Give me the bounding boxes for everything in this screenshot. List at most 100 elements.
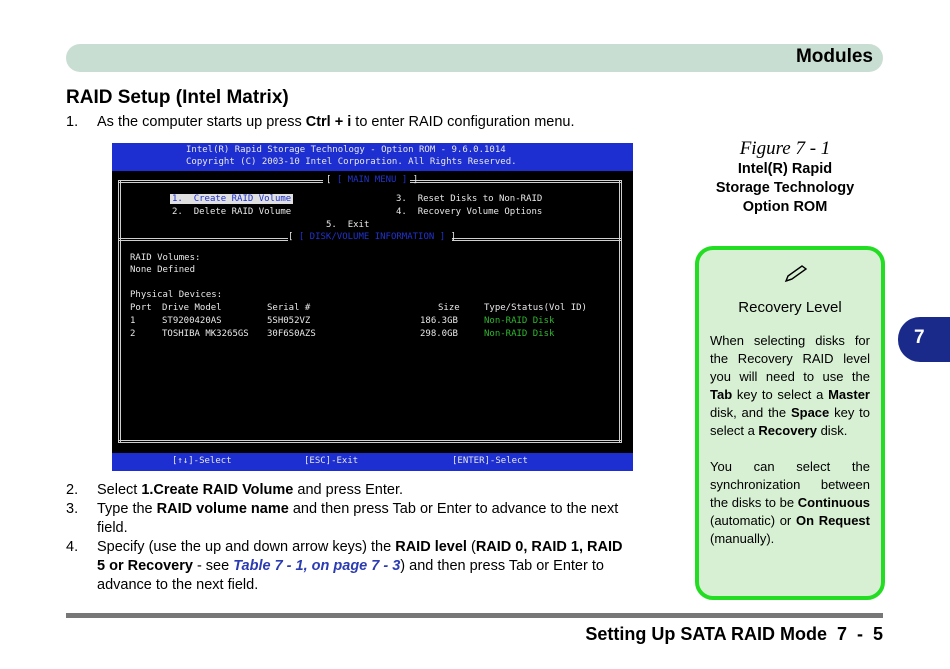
step-text: Type the RAID volume name and then press…	[97, 500, 687, 538]
step-text-part: Type the	[97, 501, 157, 517]
menu-item-exit[interactable]: 5. Exit	[326, 220, 369, 230]
bios-footer-exit: [ESC]-Exit	[304, 456, 359, 466]
step-text-part: and then press Tab or Enter to advance t…	[288, 501, 619, 517]
pen-icon	[784, 265, 808, 283]
note-text: (automatic) or	[710, 513, 796, 528]
step-number: 1.	[66, 114, 79, 130]
raid-volumes-label: RAID Volumes:	[130, 253, 201, 263]
note-text: disk, and the	[710, 405, 791, 420]
step-key: RAID level	[395, 539, 467, 555]
disk-info-header: [ [ DISK/VOLUME INFORMATION ] ]	[288, 232, 456, 242]
bios-title-bar	[112, 143, 633, 171]
header-title: Modules	[795, 46, 873, 67]
device-port: 1	[130, 316, 136, 326]
frame-line	[118, 238, 288, 241]
figure-title-line: Intel(R) Rapid	[737, 161, 833, 177]
frame-line	[118, 180, 121, 442]
menu-label: Recovery Volume Options	[417, 207, 543, 217]
step-text-part: Select	[97, 482, 142, 498]
device-serial: 5SH052VZ	[267, 316, 311, 326]
physical-devices-label: Physical Devices:	[130, 290, 223, 300]
note-bold: On Request	[795, 513, 870, 528]
note-bold: Tab	[710, 387, 733, 402]
menu-num: 3.	[396, 194, 407, 204]
step-text-part: to enter RAID configuration menu.	[351, 114, 575, 130]
bios-title: Intel(R) Rapid Storage Technology - Opti…	[186, 145, 506, 155]
menu-item-delete-raid-volume[interactable]: 2. Delete RAID Volume	[172, 207, 291, 217]
step-key: Ctrl + i	[305, 114, 352, 130]
raid-volumes-value: None Defined	[130, 265, 196, 275]
menu-label: Delete RAID Volume	[193, 207, 292, 217]
frame-line	[410, 180, 622, 183]
menu-label: Exit	[347, 220, 370, 230]
step-text-part: Specify (use the up and down arrow keys)…	[97, 539, 396, 555]
bios-copyright: Copyright (C) 2003-10 Intel Corporation.…	[186, 157, 517, 167]
column-port: Port	[130, 303, 152, 313]
device-size: 298.0GB	[420, 329, 458, 339]
note-text: You can select the synchronization betwe…	[710, 459, 870, 510]
bios-footer-select: [↑↓]-Select	[172, 456, 232, 466]
menu-item-reset-disks[interactable]: 3. Reset Disks to Non-RAID	[396, 194, 542, 204]
menu-item-recovery-options[interactable]: 4. Recovery Volume Options	[396, 207, 542, 217]
step-key: 1.Create RAID Volume	[141, 482, 294, 498]
step-text: As the computer starts up press Ctrl + i…	[97, 113, 575, 132]
main-menu-label: [ MAIN MENU ]	[336, 175, 408, 185]
section-title: RAID Setup (Intel Matrix)	[66, 87, 289, 108]
figure-caption: Figure 7 - 1 Intel(R) Rapid Storage Tech…	[700, 138, 870, 217]
menu-num: 5.	[326, 220, 337, 230]
menu-num: 2.	[172, 207, 183, 217]
device-model: TOSHIBA MK3265GS	[162, 329, 249, 339]
note-bold: Space	[790, 405, 830, 420]
step-text-part: field.	[97, 520, 128, 536]
note-text: key to select a	[732, 387, 829, 402]
step-key: 5 or Recovery	[97, 558, 193, 574]
note-text: (manually).	[710, 531, 775, 546]
step-3: 3. Type the RAID volume name and then pr…	[66, 500, 686, 538]
step-number: 3.	[66, 501, 79, 517]
note-text: When selecting disks for the Recovery RA…	[710, 333, 870, 384]
column-size: Size	[438, 303, 460, 313]
column-status: Type/Status(Vol ID)	[484, 303, 587, 313]
chapter-number: 7	[914, 327, 925, 348]
chapter-tab[interactable]: 7	[898, 317, 950, 362]
header-bar: Modules	[66, 44, 883, 72]
note-body: When selecting disks for the Recovery RA…	[710, 332, 870, 548]
table-reference-link[interactable]: Table 7 - 1, on page 7 - 3	[233, 558, 401, 574]
footer-rule	[66, 613, 883, 618]
frame-line	[118, 440, 622, 443]
note-text: key to select a	[710, 405, 871, 438]
step-text-part: (	[466, 539, 476, 555]
menu-num: 4.	[396, 207, 407, 217]
column-drive-model: Drive Model	[162, 303, 222, 313]
figure-title-line: Storage Technology	[715, 180, 855, 196]
menu-item-create-raid-volume[interactable]: 1. Create RAID Volume	[170, 194, 294, 204]
menu-label: Create RAID Volume	[193, 194, 292, 204]
note-title: Recovery Level	[738, 299, 842, 316]
bios-footer-enter: [ENTER]-Select	[452, 456, 528, 466]
page-footer: Setting Up SATA RAID Mode 7 - 5	[585, 624, 883, 644]
step-4: 4. Specify (use the up and down arrow ke…	[66, 538, 686, 596]
step-text-part: advance to the next field.	[97, 577, 259, 593]
figure-number: Figure 7 - 1	[739, 138, 831, 159]
step-key: RAID volume name	[156, 501, 289, 517]
step-number: 2.	[66, 482, 79, 498]
step-text-part: As the computer starts up press	[97, 114, 306, 130]
note-bold: Recovery	[758, 423, 817, 438]
note-text: disk.	[816, 423, 848, 438]
menu-num: 1.	[172, 194, 183, 204]
step-text-part: - see	[192, 558, 234, 574]
note-bold: Master	[828, 387, 870, 402]
column-serial: Serial #	[267, 303, 311, 313]
step-key: RAID 0, RAID 1, RAID	[475, 539, 623, 555]
disk-info-label: [ DISK/VOLUME INFORMATION ]	[298, 232, 446, 242]
bios-footer-bar	[112, 453, 633, 471]
step-text: Select 1.Create RAID Volume and press En…	[97, 481, 403, 500]
main-menu-header: [ [ MAIN MENU ] ]	[326, 175, 419, 185]
note-box: Recovery Level When selecting disks for …	[695, 246, 885, 600]
frame-line	[452, 238, 622, 241]
frame-line	[619, 180, 622, 442]
step-text: Specify (use the up and down arrow keys)…	[97, 538, 687, 595]
note-bold: Continuous	[797, 495, 870, 510]
step-2: 2. Select 1.Create RAID Volume and press…	[66, 481, 686, 501]
figure-title-line: Option ROM	[742, 199, 828, 215]
